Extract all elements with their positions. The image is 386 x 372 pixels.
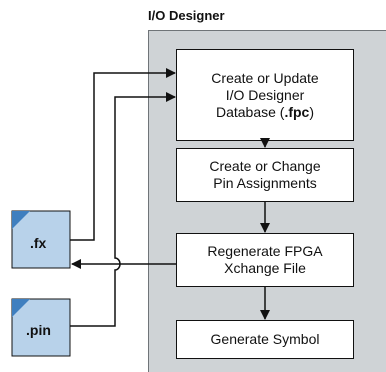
step-regenerate-fpga-xchange: Regenerate FPGA Xchange File — [176, 233, 354, 287]
step-generate-symbol: Generate Symbol — [176, 320, 354, 359]
step-4-line-1: Generate Symbol — [210, 331, 320, 347]
step-1-line-1: Create or Update — [211, 69, 319, 86]
step-create-update-database: Create or Update I/O Designer Database (… — [176, 49, 354, 141]
panel-title: I/O Designer — [148, 8, 225, 23]
step-3-line-2: Xchange File — [224, 260, 306, 276]
fx-file-label: .fx — [30, 235, 47, 251]
pin-file-label: .pin — [26, 322, 51, 338]
step-1-line-2: I/O Designer — [225, 86, 305, 103]
step-2-line-2: Pin Assignments — [213, 175, 317, 191]
step-2-line-1: Create or Change — [209, 158, 321, 174]
pin-file-icon — [11, 298, 71, 357]
step-3-line-1: Regenerate FPGA — [207, 243, 323, 259]
fx-file-icon — [11, 210, 71, 269]
fpc-extension: .fpc — [284, 103, 310, 120]
step-1-line-3-suffix: ) — [309, 103, 315, 120]
step-1-line-3-prefix: Database ( — [215, 103, 285, 120]
arrow-fx-to-database — [70, 68, 176, 241]
arrow-pin-to-database — [70, 92, 176, 327]
step-pin-assignments: Create or Change Pin Assignments — [176, 148, 354, 202]
step-1-line-3: Database (.fpc) — [177, 104, 353, 121]
